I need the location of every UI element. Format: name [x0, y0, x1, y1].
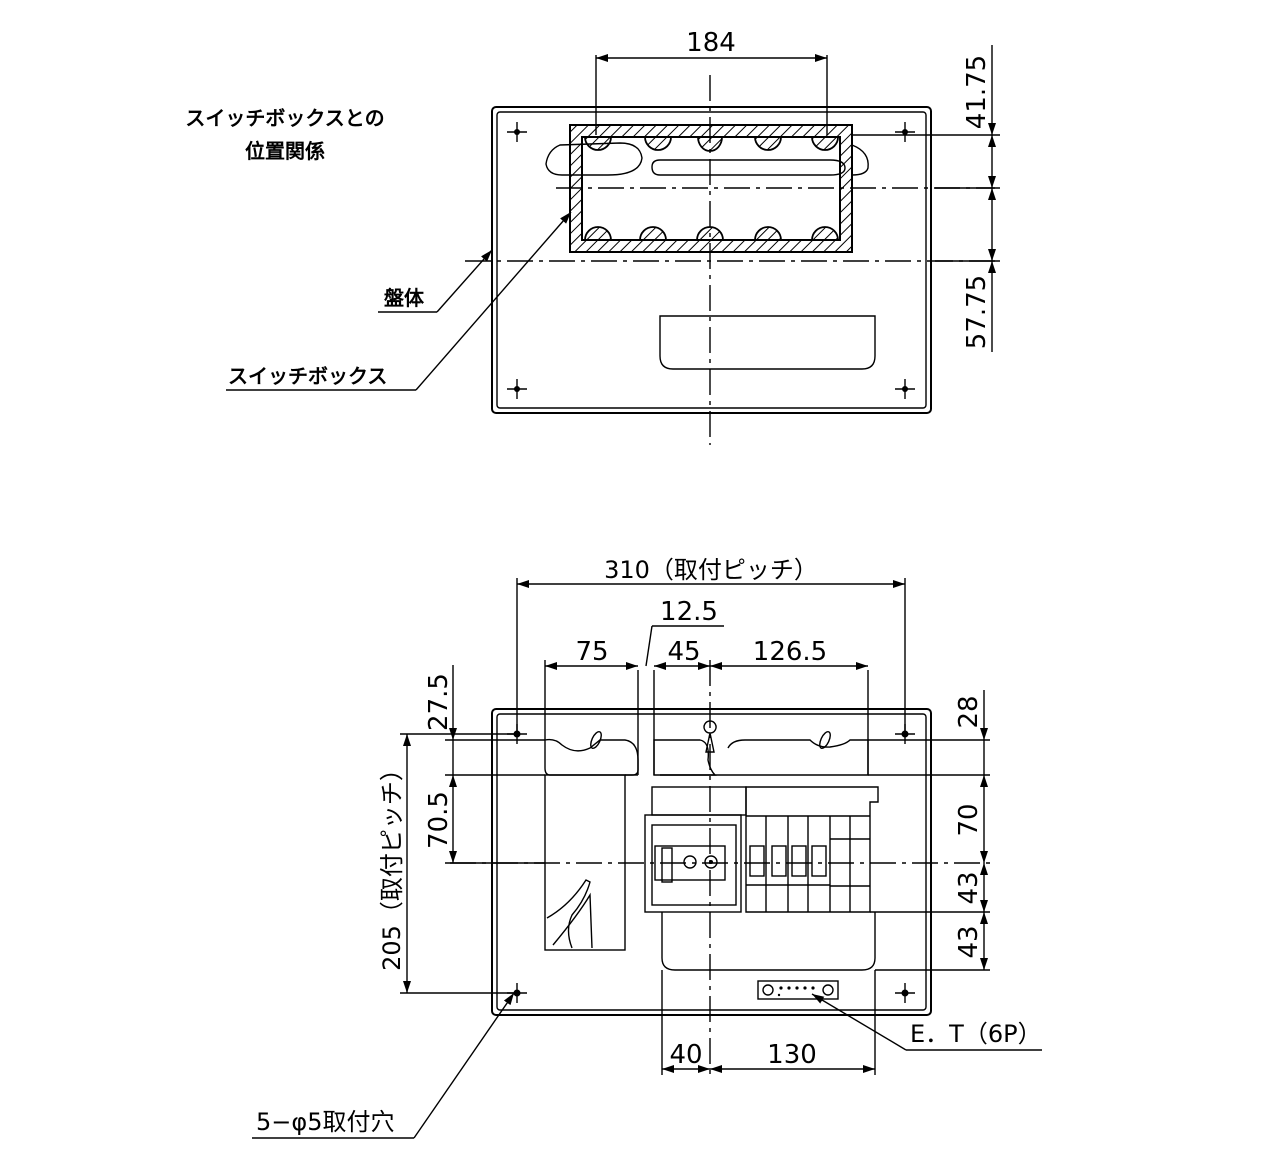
- panel-outline-top: [491, 106, 932, 414]
- dim-43b-label: 43: [954, 925, 984, 958]
- bottom-view: 310（取付ピッチ） 12.5 75 45 126.5 205（取付ピッチ）: [252, 556, 1042, 1139]
- leader-panel: 盤体: [378, 249, 493, 313]
- dim-27-5-label: 27.5: [424, 673, 454, 731]
- dim-right: 28 70 43 43: [868, 690, 990, 971]
- dim-57-75-label: 57.75: [962, 275, 992, 349]
- dim-70-label: 70: [954, 803, 984, 836]
- label-holes: 5−φ5取付穴: [256, 1108, 394, 1136]
- panel-slot-right: [651, 159, 846, 176]
- label-panel: 盤体: [384, 286, 425, 310]
- dim-45-label: 45: [667, 637, 700, 667]
- branch-breakers: [745, 786, 879, 913]
- leader-holes: 5−φ5取付穴: [252, 992, 515, 1139]
- left-cover: [544, 670, 639, 951]
- dim-75-label: 75: [575, 637, 608, 667]
- panel-outline-bottom: [491, 708, 932, 1016]
- caption-line1: スイッチボックスとの: [185, 106, 384, 130]
- dim-43a-label: 43: [954, 871, 984, 904]
- top-window-cutout: [659, 315, 876, 370]
- panel-inner-edge-bottom: [496, 713, 927, 1011]
- panel-slot-edge: [851, 144, 869, 176]
- dim-12-5-label: 12.5: [660, 597, 718, 627]
- dim-310: 310（取付ピッチ）: [516, 556, 906, 734]
- et-terminal-block: [757, 980, 839, 1000]
- mount-hole-marks-top: [507, 122, 915, 399]
- main-breaker: [644, 786, 747, 913]
- label-switchbox: スイッチボックス: [228, 364, 387, 388]
- dim-28-label: 28: [954, 695, 984, 728]
- panel-inner-edge: [496, 111, 927, 409]
- switchbox-frame: [569, 124, 853, 253]
- dim-184: 184: [595, 28, 828, 135]
- leader-et: E．T（6P）: [811, 993, 1042, 1051]
- lower-housing: [661, 912, 876, 971]
- right-cover: [653, 670, 869, 776]
- leader-switchbox: スイッチボックス: [226, 211, 572, 391]
- dim-top-row: 75 45 126.5: [544, 637, 868, 740]
- dim-70-5-label: 70.5: [424, 791, 454, 849]
- dim-126-5-label: 126.5: [753, 637, 827, 667]
- top-view: 184 41.75 57.75 スイッチボックスとの 位置関係 盤体 スイッチボ…: [185, 28, 1000, 445]
- label-et: E．T（6P）: [910, 1020, 1042, 1048]
- dim-12-5: 12.5: [645, 597, 724, 667]
- dim-41-75-label: 41.75: [962, 55, 992, 129]
- dim-310-label: 310（取付ピッチ）: [604, 556, 818, 584]
- panel-slot-left: [545, 142, 643, 176]
- dim-bottom: 40 130: [661, 970, 876, 1075]
- dim-184-label: 184: [686, 28, 736, 58]
- dim-40-label: 40: [669, 1040, 702, 1070]
- dim-left: 205（取付ピッチ） 27.5 70.5: [378, 665, 545, 994]
- dim-top-right: 41.75 57.75: [852, 45, 1000, 352]
- caption-line2: 位置関係: [245, 139, 325, 163]
- dim-130-label: 130: [767, 1040, 817, 1070]
- dim-205-label: 205（取付ピッチ）: [378, 757, 406, 971]
